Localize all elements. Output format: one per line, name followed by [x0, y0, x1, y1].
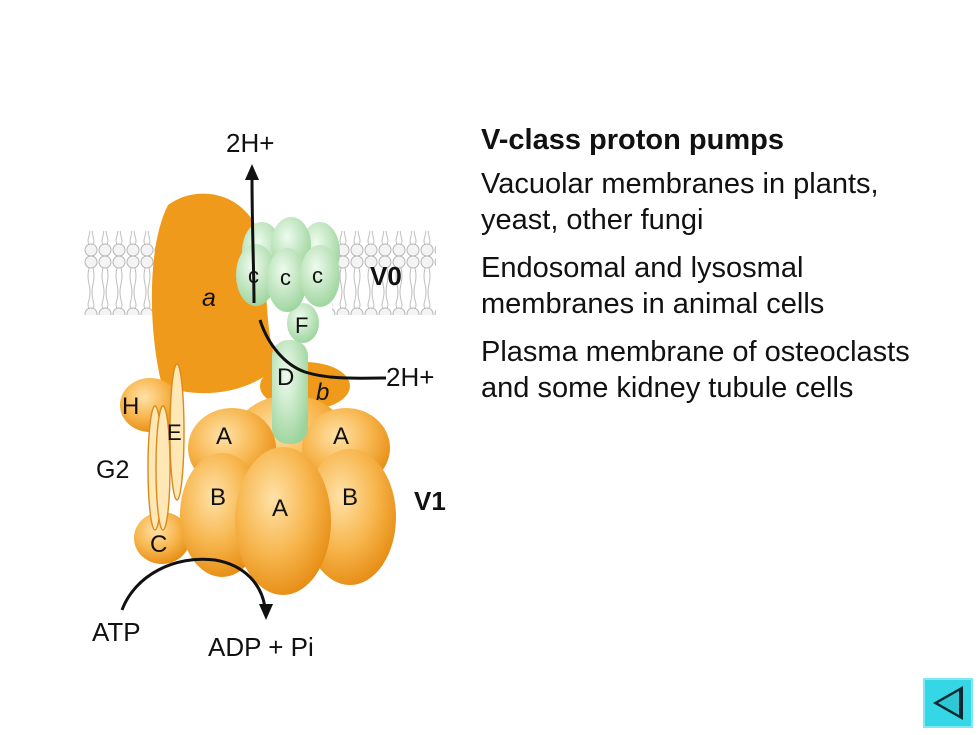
label-d: D [277, 364, 294, 391]
label-a-center: A [272, 495, 288, 522]
triangle-left-icon [933, 686, 963, 720]
arrow-up-icon [245, 164, 259, 180]
label-b-right: B [342, 484, 358, 511]
membrane-bilayer-right [332, 231, 436, 315]
label-c-subunit: C [150, 531, 167, 558]
label-adp: ADP + Pi [208, 632, 314, 662]
label-a-right: A [333, 423, 349, 450]
proton-path-arrow [250, 175, 256, 304]
proton-channel-curve [258, 319, 387, 380]
subunit-f-shape [287, 303, 319, 343]
info-panel: V-class proton pumps Vacuolar membranes … [481, 122, 951, 418]
label-proton-side: 2H+ [386, 362, 434, 392]
label-v0: V0 [370, 261, 402, 291]
info-item-endosomal: Endosomal and lysosmal membranes in anim… [481, 252, 825, 320]
label-f: F [295, 313, 308, 338]
atp-hydrolysis-arrow [120, 557, 267, 611]
label-c1: c [248, 263, 259, 288]
label-proton-top: 2H+ [226, 128, 274, 158]
label-b-left: B [210, 484, 226, 511]
label-e: E [167, 420, 182, 445]
subunit-a-center-shape [235, 447, 331, 595]
label-g2: G2 [96, 456, 129, 484]
arrow-down-icon [259, 604, 273, 620]
label-v1: V1 [414, 486, 446, 516]
subunit-d-stalk [272, 340, 308, 444]
subunit-c2-shape [267, 248, 307, 312]
info-title: V-class proton pumps [481, 124, 784, 156]
subunit-c-big-shape [134, 512, 190, 564]
subunit-b-right-shape [304, 449, 396, 585]
label-b: b [316, 379, 329, 406]
subunit-c3-shape [300, 245, 340, 307]
info-item-plasma: Plasma membrane of osteoclasts and some … [481, 336, 910, 404]
label-c2: c [280, 265, 291, 290]
subunit-c1-shape [236, 244, 276, 306]
subunit-e-rod [169, 363, 185, 501]
label-h: H [122, 393, 139, 420]
subunit-g2-rod-2 [155, 405, 171, 531]
label-c3: c [312, 263, 323, 288]
back-button[interactable] [923, 678, 973, 728]
label-subunit-a: a [202, 284, 216, 312]
label-a-left: A [216, 423, 232, 450]
label-atp: ATP [92, 617, 141, 647]
info-item-vacuolar: Vacuolar membranes in plants, yeast, oth… [481, 168, 879, 236]
